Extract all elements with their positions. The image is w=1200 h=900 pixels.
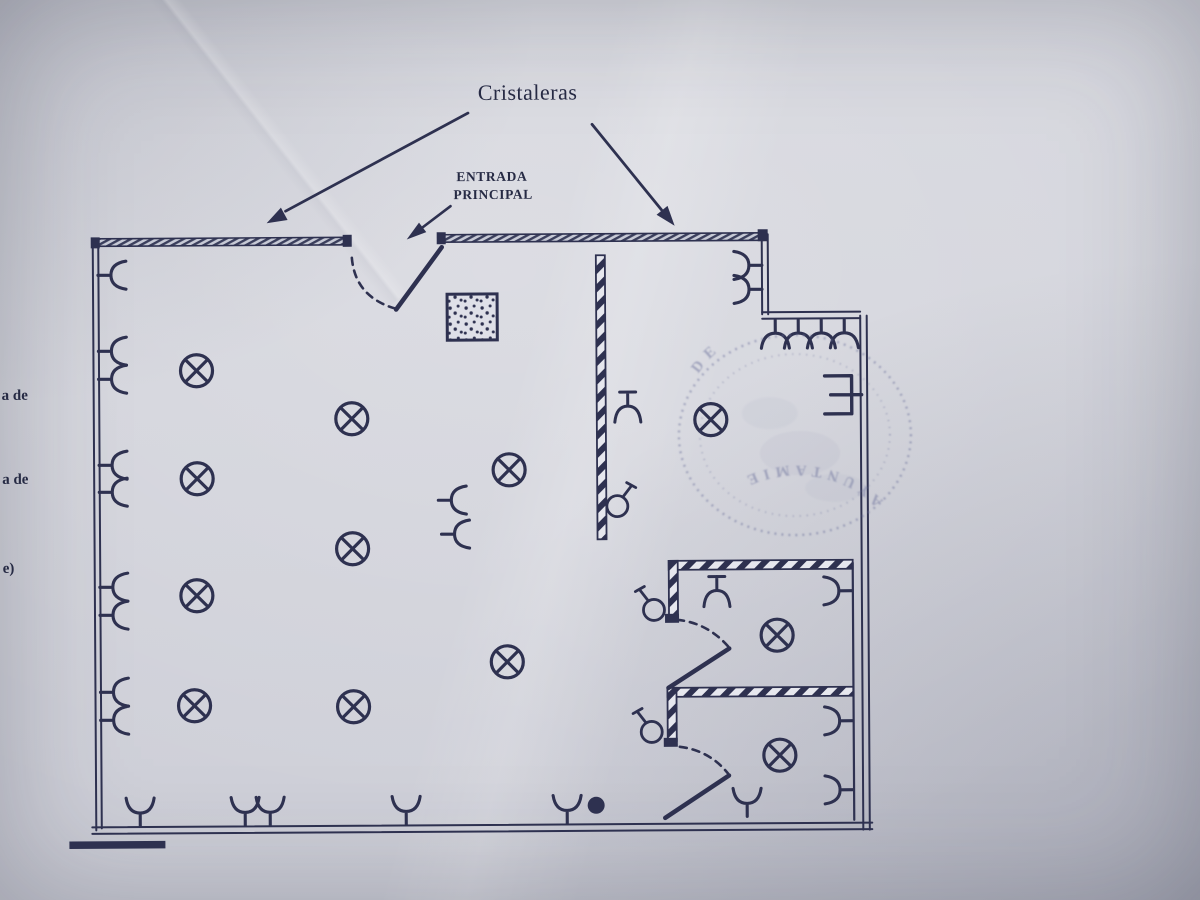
- interior-walls: [594, 254, 856, 821]
- hanger-symbol: [702, 574, 732, 609]
- hanger-symbol: [613, 390, 643, 424]
- entrada-label-line1: ENTRADA: [456, 169, 527, 184]
- light-symbol: [762, 737, 798, 773]
- wc2-left-stub: [666, 686, 678, 742]
- wc1-door-leaf: [666, 646, 732, 691]
- wall-post-corner: [90, 237, 100, 249]
- fork-symbol: [823, 774, 855, 806]
- arrow-line-right: [590, 122, 663, 212]
- light-symbol: [489, 644, 525, 680]
- glass-wall-left-segment: [92, 236, 349, 248]
- stamp-inner-ring: [699, 353, 891, 517]
- switch-symbol: [631, 706, 664, 744]
- entrada-label-line2: PRINCIPAL: [453, 187, 532, 202]
- light-symbol: [759, 617, 795, 653]
- switch-symbol: [633, 584, 666, 622]
- fork-symbol: [229, 795, 261, 828]
- wc1-left-stub: [667, 559, 679, 618]
- cristaleras-label: Cristaleras: [478, 79, 578, 105]
- wc1-top-wall: [667, 558, 854, 571]
- right-wall: [859, 314, 871, 831]
- wc2-door-swing: [678, 745, 730, 775]
- light-symbol: [693, 401, 729, 438]
- wc2-top-wall: [666, 685, 855, 698]
- fork-symbol: [98, 571, 130, 603]
- switch-symbol: [605, 481, 638, 519]
- stamp-smudge-2: [741, 397, 798, 430]
- fork-symbol: [436, 484, 468, 516]
- fork-symbol: [97, 449, 129, 481]
- bottom-wall: [91, 821, 874, 835]
- arrow-line-entrance: [417, 204, 452, 232]
- margin-fragment-3: e): [3, 561, 15, 577]
- annotation-arrows: [266, 111, 675, 240]
- partition-wall-center: [594, 254, 608, 541]
- svg-text:DE: DE: [688, 339, 724, 376]
- wc1-door-swing: [675, 618, 730, 648]
- wc2-door-post: [663, 737, 678, 747]
- fork-symbol: [254, 795, 286, 827]
- arrow-head-right: [656, 205, 675, 226]
- arrow-head-entrance: [406, 222, 427, 240]
- fork-symbol: [98, 599, 130, 631]
- fork-symbol: [96, 259, 128, 291]
- light-symbol: [179, 461, 215, 497]
- entrance-door-swing: [350, 256, 397, 310]
- wc1-door-post: [665, 613, 680, 623]
- arrow-line-left: [284, 111, 470, 213]
- wall-post-step: [757, 229, 768, 242]
- fork-symbol: [822, 575, 854, 607]
- thick-wall-segment-bottom-left: [69, 840, 166, 850]
- fork-symbol: [439, 518, 472, 550]
- glass-wall-right-segment: [438, 231, 764, 244]
- stippled-column: [445, 292, 499, 342]
- stamp-smudge-3: [805, 473, 866, 502]
- fork-symbol: [731, 786, 763, 819]
- doors: [350, 244, 732, 821]
- fork-symbol: [96, 335, 129, 367]
- fork-symbol: [97, 476, 129, 508]
- wc-right-inner-wall: [851, 561, 856, 821]
- margin-fragment-2: a de: [2, 472, 29, 488]
- light-symbol: [491, 452, 527, 488]
- fork-symbol: [823, 705, 855, 737]
- step-wall-horizontal: [761, 310, 862, 320]
- step-wall-vertical: [760, 233, 770, 316]
- margin-fragment-1: a de: [2, 388, 29, 404]
- fork-symbol: [96, 363, 129, 395]
- fork-symbol: [98, 676, 131, 708]
- entrance-door-leaf: [393, 244, 445, 312]
- fork-symbol: [124, 796, 156, 828]
- entrance-post-left: [342, 234, 352, 247]
- arrow-head-left: [266, 207, 288, 224]
- light-symbol: [178, 353, 215, 389]
- stamp-smudge-1: [760, 431, 841, 476]
- stamp-text-top: DE: [688, 339, 724, 376]
- dot-symbol: [587, 796, 605, 814]
- light-symbol: [334, 401, 370, 437]
- entrance-post-right: [436, 232, 446, 245]
- fork-symbol: [551, 793, 583, 826]
- fork-symbol: [390, 794, 422, 827]
- stamp-outer-ring: [677, 333, 913, 537]
- panel-symbol: [822, 373, 864, 416]
- light-symbol: [176, 688, 213, 724]
- plan-drawing: Cristaleras ENTRADA PRINCIPAL a de a de …: [2, 79, 913, 850]
- outer-walls: [69, 229, 874, 850]
- left-wall: [91, 240, 103, 832]
- light-symbol: [334, 531, 371, 567]
- light-symbol: [335, 689, 372, 725]
- fork-symbol: [99, 704, 131, 736]
- wc2-door-leaf: [663, 773, 732, 821]
- light-symbol: [179, 578, 215, 614]
